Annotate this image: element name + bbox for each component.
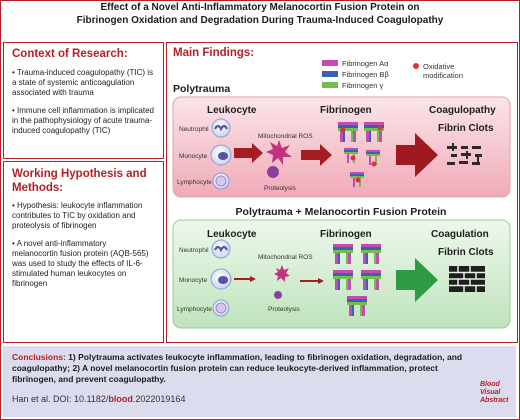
context-box: [3, 42, 164, 159]
panel2-ros-label: Mitochondrial ROS: [258, 254, 313, 261]
panel1-fibrinogen-group: [338, 122, 384, 187]
hypothesis-bullet-2: • A novel anti-inflammatory melanocortin…: [12, 239, 149, 288]
badge-line-3: Abstract: [480, 397, 509, 404]
panel2-arrow-cells-head: [250, 276, 256, 282]
panel2-fibrinogen-heading: Fibrinogen: [320, 229, 372, 240]
panel1-proteolysis-label: Proteolysis: [264, 185, 297, 192]
page-title: Effect of a Novel Anti-Inflammatory Mela…: [0, 2, 520, 27]
citation: Han et al. DOI: 10.1182/blood.2022019164: [12, 394, 185, 404]
context-bullet-2: • Immune cell inflammation is implicated…: [12, 106, 154, 135]
context-heading: Context of Research:: [12, 48, 128, 60]
panel1-oxidation-5: [355, 177, 361, 183]
legend-oxidation-label-2: modification: [423, 71, 463, 80]
hypothesis-heading-line-2: Methods:: [12, 182, 64, 194]
conclusions-panel: [3, 346, 516, 417]
conclusions-label: Conclusions:: [12, 352, 66, 362]
legend: Fibrinogen Aα Fibrinogen Bβ Fibrinogen γ…: [322, 59, 463, 90]
panel2-leukocyte-heading: Leukocyte: [207, 229, 257, 240]
panel1-oxidation-3: [350, 155, 356, 161]
citation-prefix: Han et al. DOI: 10.1182/: [12, 394, 109, 404]
legend-gamma-label: Fibrinogen γ: [342, 81, 384, 90]
panel1-background: [172, 96, 511, 198]
panel2-proteolysis-label: Proteolysis: [268, 306, 301, 313]
panel1-monocyte-label: Monocyte: [179, 153, 208, 160]
panel2-proteolysis-icon: [274, 290, 282, 299]
title-line-2: Fibrinogen Oxidation and Degradation Dur…: [76, 14, 444, 26]
context-text: • Trauma-induced coagulopathy (TIC) is a…: [12, 68, 154, 144]
panel1-lymphocyte-label: Lymphocyte: [177, 179, 212, 186]
findings-heading: Main Findings:: [173, 47, 254, 59]
legend-alpha-label: Fibrinogen Aα: [342, 59, 389, 68]
context-bullet-1: • Trauma-induced coagulopathy (TIC) is a…: [12, 68, 154, 97]
panel1-ros-burst: [266, 140, 292, 165]
hypothesis-bullet-1: • Hypothesis: leukocyte inflammation con…: [12, 201, 143, 230]
panel1-ros-label: Mitochondrial ROS: [258, 133, 313, 140]
panel2-ros-burst: [274, 265, 290, 282]
panel1-proteolysis-icon: [267, 165, 279, 178]
panel1-broken-clot: [447, 143, 482, 165]
panel1-fibrinogen-heading: Fibrinogen: [320, 105, 372, 116]
legend-swatch-alpha: [322, 60, 338, 66]
blood-visual-abstract-logo: Blood Visual Abstract: [480, 381, 514, 405]
panel2-lymphocyte-label: Lymphocyte: [177, 306, 212, 313]
hypothesis-text: • Hypothesis: leukocyte inflammation con…: [12, 201, 154, 297]
panel1-monocyte-nucleus: [218, 152, 228, 160]
panel1-oxidation-4: [371, 161, 377, 167]
panel2-clots-heading: Fibrin Clots: [438, 247, 494, 258]
hypothesis-heading: Working Hypothesis and Methods:: [12, 167, 147, 195]
panel1-outcome-heading: Coagulopathy: [429, 105, 496, 116]
conclusions-body: 1) Polytrauma activates leukocyte inflam…: [12, 352, 463, 384]
legend-oxidation-dot: [413, 63, 419, 69]
panel1-leukocyte-heading: Leukocyte: [207, 105, 257, 116]
badge-line-2: Visual: [480, 389, 501, 396]
panel1-oxidation-2: [377, 125, 383, 131]
panel2-neutrophil-label: Neutrophil: [179, 247, 209, 254]
citation-suffix: .2022019164: [132, 394, 186, 404]
legend-beta-label: Fibrinogen Bβ: [342, 70, 390, 79]
legend-oxidation-label-1: Oxidative: [423, 62, 454, 71]
panel1-arrow-cells: [234, 143, 263, 163]
legend-swatch-gamma: [322, 82, 338, 88]
panel2-neutrophil-nucleus: [214, 245, 228, 253]
panel1-lymphocyte-nucleus: [215, 175, 227, 187]
panel1-arrow-ros: [301, 144, 332, 166]
legend-swatch-beta: [322, 71, 338, 77]
panel2-label: Polytrauma + Melanocortin Fusion Protein: [236, 206, 447, 218]
panel1-neutrophil-label: Neutrophil: [179, 126, 209, 133]
hypothesis-box: [3, 161, 164, 343]
badge-line-1: Blood: [480, 381, 500, 388]
panel2-lymphocyte-nucleus: [215, 302, 227, 314]
panel1-neutrophil-nucleus: [214, 124, 228, 132]
panel2-arrow-ros-head: [318, 278, 324, 284]
panel1-label: Polytrauma: [173, 83, 230, 95]
panel1-oxidation-1: [340, 127, 346, 133]
hypothesis-heading-line-1: Working Hypothesis and: [12, 168, 147, 180]
conclusions-text: Conclusions: 1) Polytrauma activates leu…: [12, 352, 467, 385]
panel2-monocyte-label: Monocyte: [179, 277, 208, 284]
panel2-outcome-heading: Coagulation: [431, 229, 489, 240]
title-line-1: Effect of a Novel Anti-Inflammatory Mela…: [100, 2, 420, 13]
panel1-outcome-arrow: [396, 133, 438, 177]
citation-journal: blood: [108, 394, 133, 404]
panel2-monocyte-nucleus: [218, 276, 228, 284]
panel2-intact-clot: [449, 266, 485, 292]
panel1-clots-heading: Fibrin Clots: [438, 123, 494, 134]
panel2-outcome-arrow: [396, 258, 438, 302]
